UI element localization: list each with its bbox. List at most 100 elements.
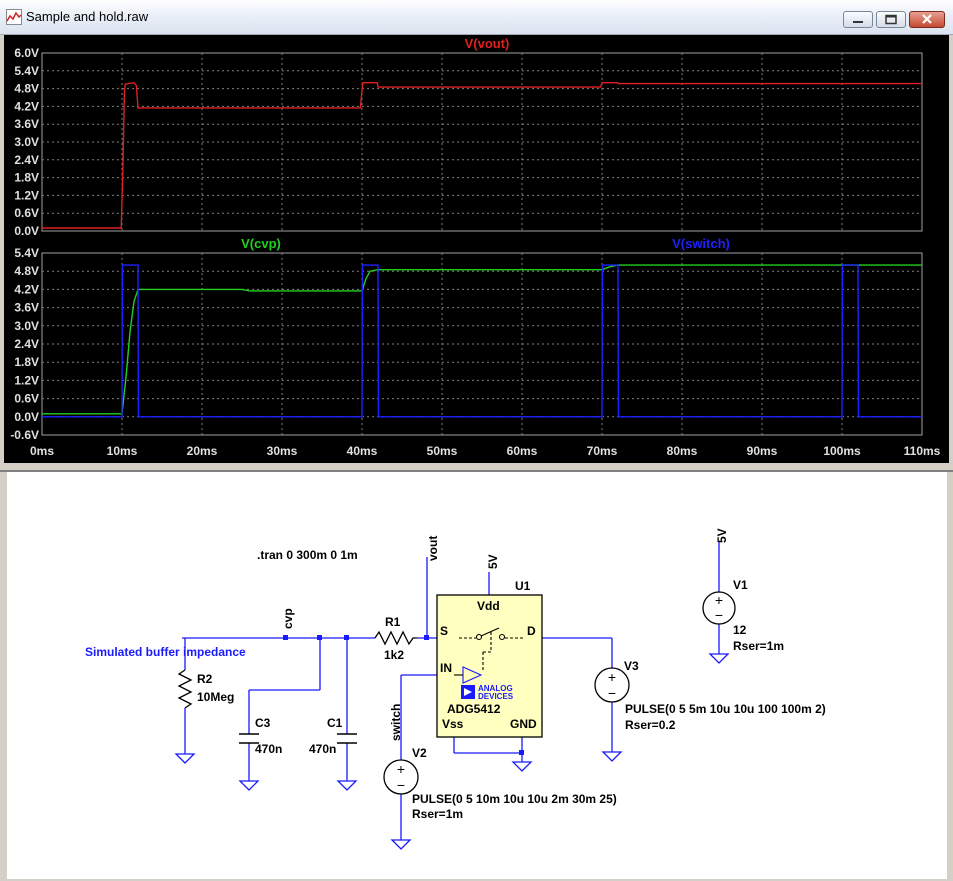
net-label-switch[interactable]: switch (389, 704, 403, 741)
c1-value[interactable]: 470n (309, 742, 336, 756)
bot-ytick-label: 3.0V (14, 319, 39, 333)
ground-icon (601, 751, 623, 762)
trace-label-switch[interactable]: V(switch) (672, 236, 730, 251)
analog-switch-icon (454, 627, 523, 684)
minimize-button[interactable] (843, 11, 873, 28)
v3-ref[interactable]: V3 (624, 659, 639, 673)
v3-value[interactable]: PULSE(0 5 5m 10u 10u 100 100m 2) (625, 702, 826, 716)
title-bar[interactable]: Sample and hold.raw (0, 0, 953, 35)
buffer-comment[interactable]: Simulated buffer impedance (85, 645, 246, 659)
trace-label-vout[interactable]: V(vout) (465, 36, 510, 51)
source-v3[interactable]: + − (594, 667, 630, 703)
logo-line1: ANALOG (478, 684, 513, 693)
plot-area[interactable]: 0.0V 0.6V 1.2V 1.8V 2.4V 3.0V 3.6V 4.2V 4.8V 5.4V… (4, 35, 949, 463)
trace-vcvp[interactable] (42, 264, 922, 415)
xtick-label: 90ms (747, 444, 778, 458)
v1-value[interactable]: 12 (733, 623, 747, 637)
bot-ytick-label: 1.2V (14, 373, 39, 387)
net-label-vout[interactable]: vout (426, 536, 440, 561)
source-v2[interactable]: + − (383, 759, 419, 795)
schematic-wires (182, 542, 720, 840)
waveform-app-icon (6, 9, 22, 25)
top-ytick-label: 0.6V (14, 206, 39, 220)
v1-ref[interactable]: V1 (733, 578, 748, 592)
minimize-icon (853, 21, 863, 23)
xtick-label: 60ms (507, 444, 538, 458)
top-ytick-label: 1.2V (14, 188, 39, 202)
net-label-5v-u1[interactable]: 5V (486, 554, 500, 569)
xtick-label: 20ms (187, 444, 218, 458)
u1-pin-in: IN (440, 661, 452, 675)
top-ytick-label: 0.0V (14, 224, 39, 238)
u1-part[interactable]: ADG5412 (447, 702, 501, 716)
r2-ref[interactable]: R2 (197, 672, 213, 686)
waveform-plots[interactable]: 0.0V 0.6V 1.2V 1.8V 2.4V 3.0V 3.6V 4.2V 4.8V 5.4V… (4, 35, 949, 463)
u1-pin-vdd: Vdd (477, 599, 500, 613)
xtick-label: 110ms (904, 444, 941, 458)
schematic-drawing[interactable]: + − + − + − (7, 472, 947, 879)
r1-ref[interactable]: R1 (385, 615, 401, 629)
c1-ref[interactable]: C1 (327, 716, 343, 730)
v2-value[interactable]: PULSE(0 5 10m 10u 10u 2m 30m 25) (412, 792, 617, 806)
close-button[interactable] (909, 11, 945, 28)
trace-vvout[interactable] (42, 81, 922, 229)
top-ytick-label: 3.6V (14, 117, 39, 131)
v2-ref[interactable]: V2 (412, 746, 427, 760)
svg-text:+: + (715, 592, 723, 608)
v1-rser[interactable]: Rser=1m (733, 639, 784, 653)
vout-pane[interactable]: 0.0V0.6V1.2V1.8V2.4V3.0V3.6V4.2V4.8V5.4V… (14, 46, 923, 238)
bot-ytick-label: 2.4V (14, 337, 39, 351)
bot-ytick-label: 1.8V (14, 355, 39, 369)
u1-ref[interactable]: U1 (515, 579, 531, 593)
resistor-r2[interactable] (177, 669, 193, 709)
xtick-label: 80ms (667, 444, 698, 458)
r2-value[interactable]: 10Meg (197, 690, 234, 704)
c3-ref[interactable]: C3 (255, 716, 271, 730)
bot-ytick-label: 4.8V (14, 264, 39, 278)
cvp-switch-pane[interactable]: -0.6V0.0V0.6V1.2V1.8V2.4V3.0V3.6V4.2V4.8… (10, 246, 940, 458)
u1-pin-gnd: GND (510, 717, 537, 731)
u1-pin-s: S (440, 624, 448, 638)
close-icon (922, 14, 932, 24)
junction-dots (283, 635, 524, 755)
top-ytick-label: 6.0V (14, 46, 39, 60)
logo-line2: DEVICES (478, 692, 514, 701)
v2-rser[interactable]: Rser=1m (412, 807, 463, 821)
bot-ytick-label: 3.6V (14, 301, 39, 315)
v3-rser[interactable]: Rser=0.2 (625, 718, 676, 732)
tran-directive[interactable]: .tran 0 300m 0 1m (257, 548, 358, 562)
bot-ytick-label: 4.2V (14, 282, 39, 296)
xtick-label: 70ms (587, 444, 618, 458)
svg-text:+: + (608, 669, 616, 685)
capacitor-c1[interactable] (337, 733, 357, 744)
net-label-cvp[interactable]: cvp (281, 608, 295, 629)
svg-text:−: − (715, 607, 723, 623)
bot-ytick-label: 5.4V (14, 246, 39, 260)
top-ytick-label: 5.4V (14, 64, 39, 78)
source-v1[interactable]: + − (702, 591, 736, 625)
ground-icon (174, 753, 196, 764)
xtick-label: 40ms (347, 444, 378, 458)
u1-pin-vss: Vss (442, 717, 464, 731)
capacitor-c3[interactable] (239, 733, 259, 744)
net-label-5v-v1[interactable]: 5V (715, 528, 729, 543)
trace-label-cvp[interactable]: V(cvp) (241, 236, 281, 251)
xtick-label: 30ms (267, 444, 298, 458)
top-ytick-label: 4.8V (14, 82, 39, 96)
maximize-button[interactable] (876, 11, 906, 28)
xtick-label: 50ms (427, 444, 458, 458)
top-ytick-label: 2.4V (14, 153, 39, 167)
resistor-r1[interactable] (374, 630, 417, 646)
switch-ic-u1[interactable]: ANALOG DEVICES (436, 594, 543, 738)
c3-value[interactable]: 470n (255, 742, 282, 756)
ground-icon (336, 780, 358, 791)
r1-value[interactable]: 1k2 (384, 648, 404, 662)
bot-ytick-label: -0.6V (10, 428, 39, 442)
schematic-canvas[interactable]: + − + − + − (7, 472, 947, 879)
analog-devices-logo: ANALOG DEVICES (461, 684, 514, 701)
trace-vswitch[interactable] (42, 264, 922, 418)
window-title: Sample and hold.raw (26, 9, 149, 24)
ground-icon (511, 761, 533, 772)
bot-ytick-label: 0.0V (14, 410, 39, 424)
svg-text:−: − (608, 685, 616, 701)
